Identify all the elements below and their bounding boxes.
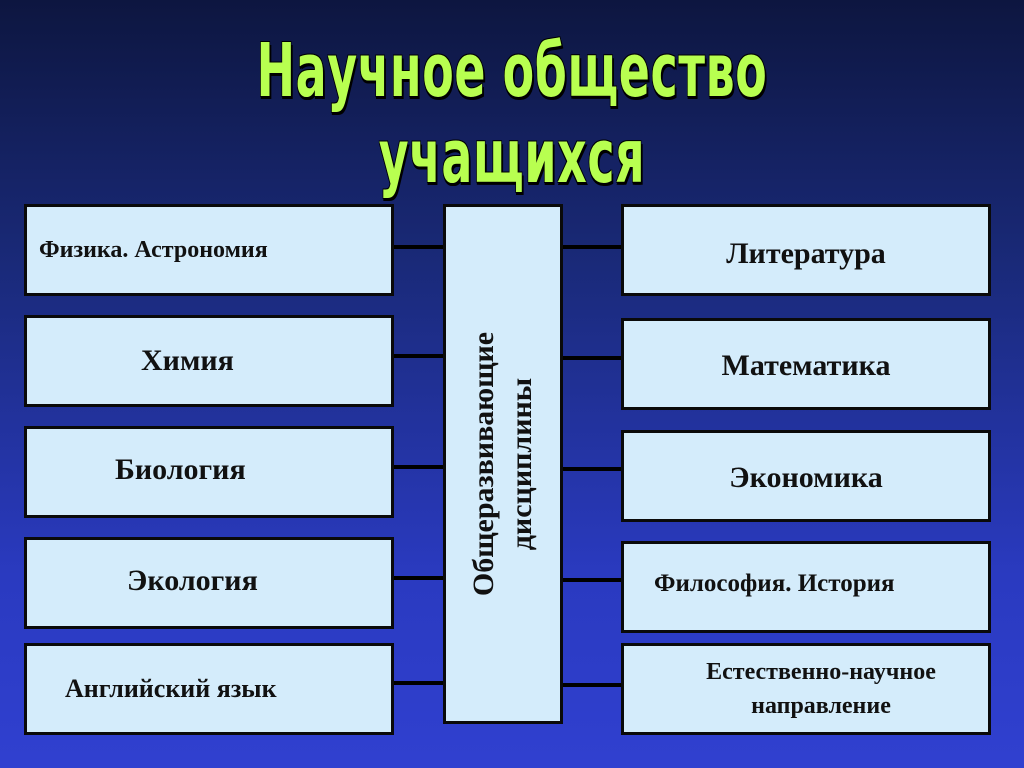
right-box-philosophy: Философия. История xyxy=(621,541,991,633)
right-box-mathematics-label: Математика xyxy=(721,349,891,382)
right-box-economics-label: Экономика xyxy=(729,461,883,494)
left-box-physics: Физика. Астрономия xyxy=(24,204,394,296)
left-box-chemistry: Химия xyxy=(24,315,394,407)
right-box-literature: Литература xyxy=(621,204,991,296)
right-box-natural-science-label: Естественно-научное направление xyxy=(706,659,936,719)
left-box-ecology: Экология xyxy=(24,537,394,629)
center-box-general-disciplines: Общеразвивающие дисциплины xyxy=(443,204,563,724)
left-box-biology: Биология xyxy=(24,426,394,518)
right-box-natural-science: Естественно-научное направление xyxy=(621,643,991,735)
right-box-literature-label: Литература xyxy=(726,237,886,270)
right-box-economics: Экономика xyxy=(621,430,991,522)
right-box-philosophy-label: Философия. История xyxy=(654,570,895,597)
left-box-english: Английский язык xyxy=(24,643,394,735)
left-box-biology-label: Биология xyxy=(115,453,246,486)
center-box-label: Общеразвивающие дисциплины xyxy=(465,332,541,596)
right-box-mathematics: Математика xyxy=(621,318,991,410)
page-title: Научное общество учащихся xyxy=(256,28,768,200)
left-box-chemistry-label: Химия xyxy=(141,344,234,378)
left-box-physics-label: Физика. Астрономия xyxy=(39,237,268,263)
left-box-ecology-label: Экология xyxy=(127,564,258,597)
left-box-english-label: Английский язык xyxy=(65,673,277,703)
center-label-line1: Общеразвивающие xyxy=(467,331,500,597)
center-label-line2: дисциплины xyxy=(505,377,538,551)
